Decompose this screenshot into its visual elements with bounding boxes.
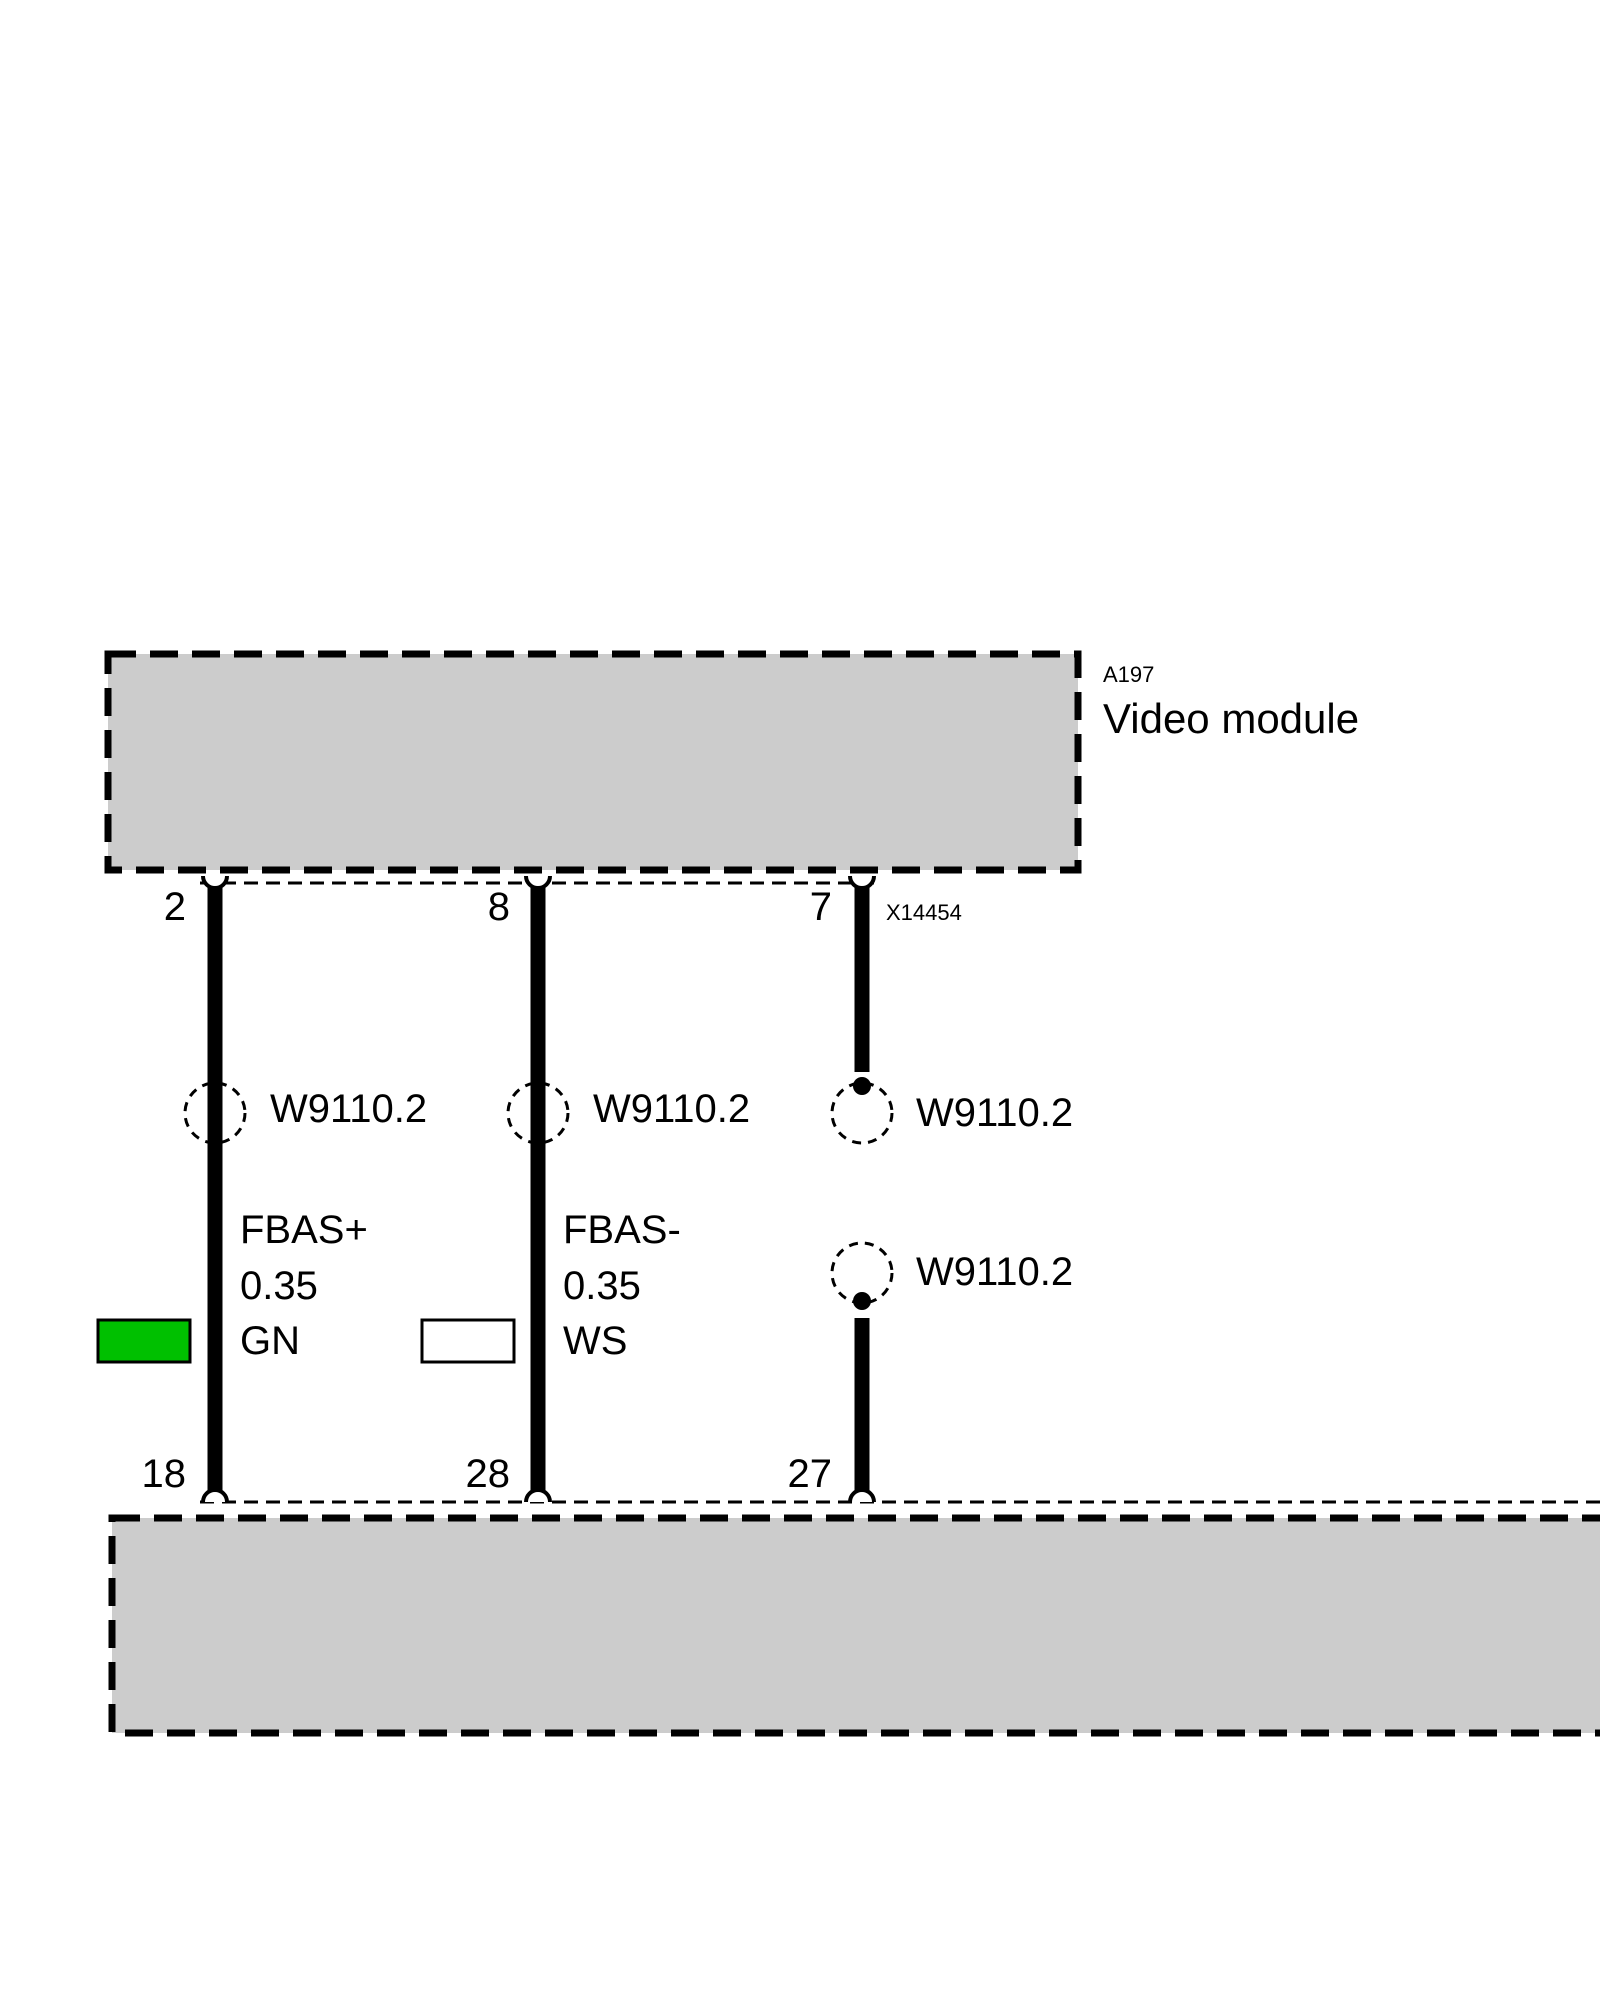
video-module-box bbox=[104, 650, 1082, 874]
shield-marker-wire3-bottom bbox=[830, 1241, 894, 1305]
shield-marker-wire2 bbox=[506, 1081, 570, 1145]
pin-label-top-2: 8 bbox=[488, 885, 510, 929]
wire2-size-label: 0.35 bbox=[563, 1264, 641, 1308]
pin-28-terminal bbox=[524, 1488, 552, 1503]
shield-label-wire3-bottom: W9110.2 bbox=[916, 1250, 1073, 1294]
pin-label-top-1: 2 bbox=[164, 885, 186, 929]
wire1-color-label: GN bbox=[240, 1319, 300, 1363]
shield-label-wire3-top: W9110.2 bbox=[916, 1091, 1073, 1135]
shield-drain-dot-bottom bbox=[853, 1292, 871, 1310]
wire1-size-label: 0.35 bbox=[240, 1264, 318, 1308]
pin-label-bottom-3: 27 bbox=[788, 1452, 833, 1496]
shield-label-wire1: W9110.2 bbox=[270, 1087, 427, 1131]
shield-drain-dot-top bbox=[853, 1077, 871, 1095]
pin-8-terminal bbox=[524, 875, 552, 890]
connector-id: X14454 bbox=[886, 900, 962, 925]
shield-marker-wire3-top bbox=[830, 1081, 894, 1145]
module-top-id: A197 bbox=[1103, 662, 1154, 687]
pin-label-bottom-1: 18 bbox=[142, 1452, 187, 1496]
wire2-signal-label: FBAS- bbox=[563, 1208, 681, 1252]
shield-marker-wire1 bbox=[183, 1081, 247, 1145]
wire2-color-label: WS bbox=[563, 1319, 627, 1363]
pin-2-terminal bbox=[201, 875, 229, 890]
wire2-color-swatch bbox=[420, 1318, 516, 1364]
pin-18-terminal bbox=[201, 1488, 229, 1503]
wire1-color-swatch bbox=[96, 1318, 192, 1364]
wire1-signal-label: FBAS+ bbox=[240, 1208, 368, 1252]
pin-27-terminal bbox=[848, 1488, 876, 1503]
pin-label-top-3: 7 bbox=[810, 885, 832, 929]
bottom-module-box bbox=[108, 1514, 1600, 1737]
pin-label-bottom-2: 28 bbox=[466, 1452, 511, 1496]
pin-7-terminal bbox=[848, 875, 876, 890]
module-top-name: Video module bbox=[1103, 695, 1359, 742]
shield-label-wire2: W9110.2 bbox=[593, 1087, 750, 1131]
